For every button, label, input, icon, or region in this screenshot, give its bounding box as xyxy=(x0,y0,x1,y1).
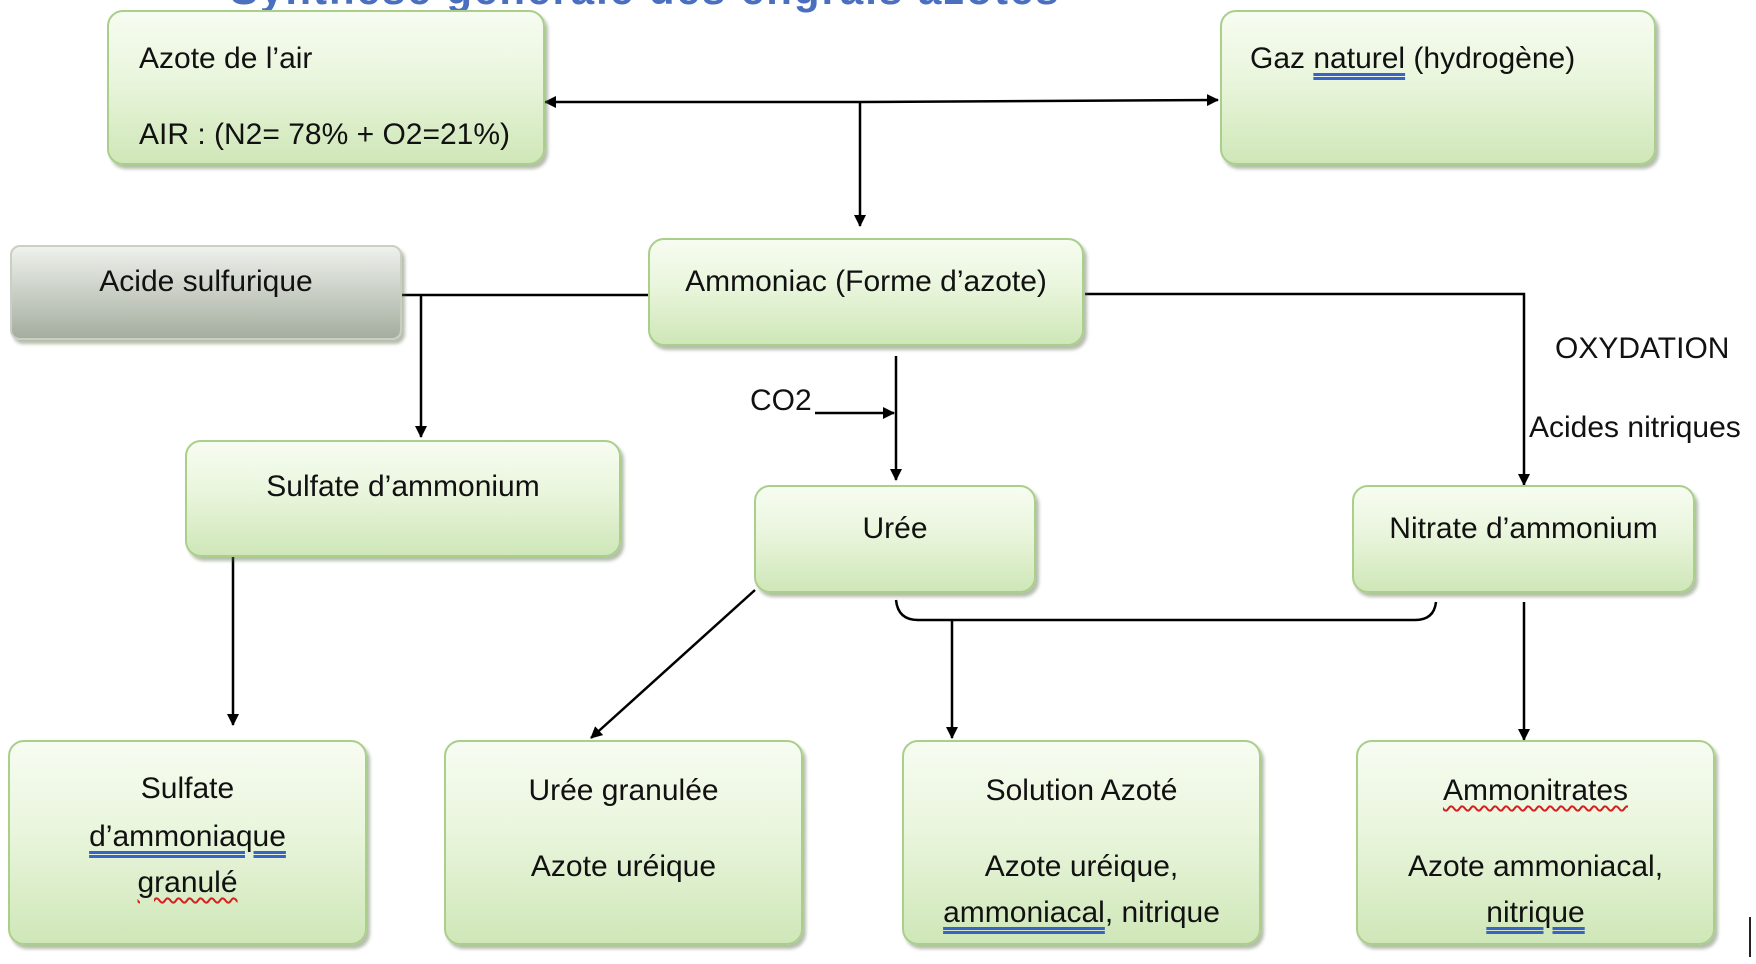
node-ammonitrates: Ammonitrates Azote ammoniacal, nitrique xyxy=(1356,740,1715,945)
sulfate-granule-line1: Sulfate xyxy=(140,772,235,805)
edge-bracket xyxy=(894,599,1438,622)
edge-ammoniac-nitrate xyxy=(1085,292,1530,486)
azote-air-composition: AIR : (N2= 78% + O2=21%) xyxy=(139,118,511,151)
node-solution-azote: Solution Azoté Azote uréique, ammoniacal… xyxy=(902,740,1261,945)
uree-granulee-line1: Urée granulée xyxy=(528,774,719,807)
acide-sulfurique-label: Acide sulfurique xyxy=(99,265,313,298)
uree-label: Urée xyxy=(862,512,928,545)
sulfate-granule-ammoniaque: d’ammoniaque xyxy=(89,820,286,853)
label-acides-nitriques: Acides nitriques xyxy=(1529,411,1741,444)
sulfate-granule-line3: granulé xyxy=(10,868,365,898)
node-gaz-naturel: Gaz naturel (hydrogène) xyxy=(1220,10,1656,165)
sulfate-granule-granule: granulé xyxy=(137,866,238,899)
cropped-title: Synthèse générale des engrais azotés xyxy=(0,0,1756,14)
gaz-naturel-word: naturel xyxy=(1313,42,1406,75)
label-co2: CO2 xyxy=(750,384,812,417)
edge-uree-granulee xyxy=(590,589,756,739)
gaz-suffix: (hydrogène) xyxy=(1405,42,1576,75)
ammonitrates-line2: Azote ammoniacal, xyxy=(1407,850,1664,883)
node-sulfate-ammonium: Sulfate d’ammonium xyxy=(185,440,621,557)
uree-granulee-line2: Azote uréique xyxy=(530,850,717,883)
node-sulfate-ammoniaque-granule: Sulfate d’ammoniaque granulé xyxy=(8,740,367,945)
solution-azote-line3: ammoniacal, nitrique xyxy=(904,898,1259,928)
solution-azote-nitrique: , nitrique xyxy=(1104,896,1220,929)
node-ammoniac: Ammoniac (Forme d’azote) xyxy=(648,238,1084,346)
node-nitrate-ammonium: Nitrate d’ammonium xyxy=(1352,485,1695,593)
cropped-title-text: Synthèse générale des engrais azotés xyxy=(230,0,1061,14)
text-cursor xyxy=(1749,917,1751,957)
node-uree-granulee: Urée granulée Azote uréique xyxy=(444,740,803,945)
gaz-prefix: Gaz xyxy=(1250,42,1314,75)
sulfate-ammonium-label: Sulfate d’ammonium xyxy=(266,470,540,503)
solution-azote-line1: Solution Azoté xyxy=(985,774,1178,807)
ammonitrates-line3: nitrique xyxy=(1358,898,1713,928)
label-oxydation: OXYDATION xyxy=(1555,332,1730,365)
sulfate-granule-line2: d’ammoniaque xyxy=(10,822,365,852)
azote-air-title: Azote de l’air xyxy=(139,42,313,75)
node-azote-air: Azote de l’air AIR : (N2= 78% + O2=21%) xyxy=(107,10,545,165)
edge-air-gaz-right xyxy=(859,94,1219,107)
ammonitrates-title: Ammonitrates xyxy=(1442,774,1629,807)
solution-azote-line2: Azote uréique, xyxy=(984,850,1179,883)
ammoniac-label: Ammoniac (Forme d’azote) xyxy=(685,265,1047,298)
nitrate-ammonium-label: Nitrate d’ammonium xyxy=(1389,512,1658,545)
node-acide-sulfurique: Acide sulfurique xyxy=(10,245,402,340)
solution-azote-ammoniacal: ammoniacal xyxy=(943,896,1105,929)
ammonitrates-line1: Ammonitrates xyxy=(1358,776,1713,806)
node-uree: Urée xyxy=(754,485,1036,593)
ammonitrates-nitrique: nitrique xyxy=(1486,896,1585,929)
gaz-naturel-label: Gaz naturel (hydrogène) xyxy=(1250,44,1575,74)
